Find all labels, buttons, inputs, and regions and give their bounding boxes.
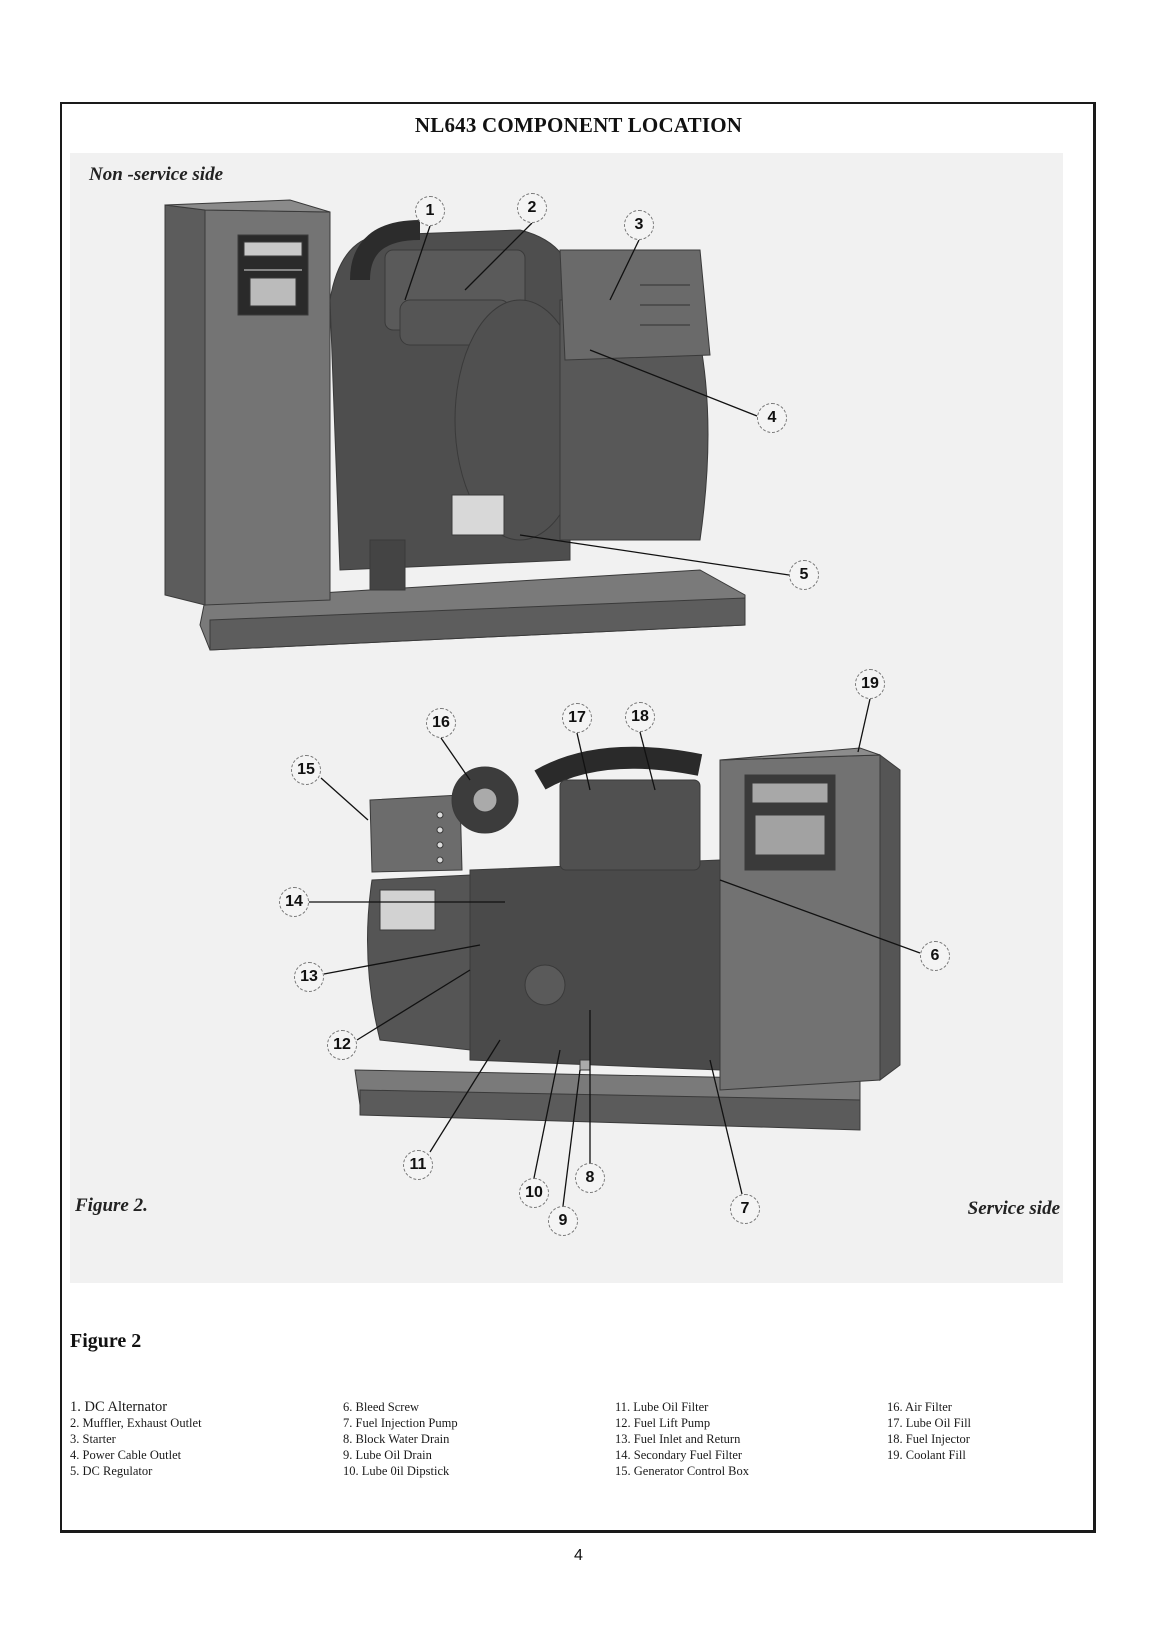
callout-12: 12 [327, 1030, 357, 1060]
callout-14: 14 [279, 887, 309, 917]
callout-1: 1 [415, 196, 445, 226]
legend-item: 1. DC Alternator [70, 1399, 168, 1415]
legend-item: 16. Air Filter [887, 1400, 952, 1414]
figure-heading: Figure 2 [70, 1330, 142, 1352]
page-number: 4 [574, 1547, 583, 1564]
callout-13: 13 [294, 962, 324, 992]
legend-item: 18. Fuel Injector [887, 1432, 970, 1446]
page-border [60, 102, 1096, 1533]
legend-item: 3. Starter [70, 1432, 116, 1446]
callout-7: 7 [730, 1194, 760, 1224]
callout-17: 17 [562, 703, 592, 733]
legend-item: 7. Fuel Injection Pump [343, 1416, 458, 1430]
legend-item: 8. Block Water Drain [343, 1432, 450, 1446]
callout-16: 16 [426, 708, 456, 738]
component-photo: Non -service side Figure 2. Service side [70, 153, 1063, 1283]
legend-item: 19. Coolant Fill [887, 1448, 966, 1462]
legend-item: 14. Secondary Fuel Filter [615, 1448, 743, 1462]
callout-19: 19 [855, 669, 885, 699]
callout-18: 18 [625, 702, 655, 732]
figure-caption-label: Figure 2. [75, 1195, 148, 1216]
page-title: NL643 COMPONENT LOCATION [414, 113, 743, 137]
callout-2: 2 [517, 193, 547, 223]
non-service-side-label: Non -service side [89, 164, 224, 185]
callout-3: 3 [624, 210, 654, 240]
generator-illustration [164, 199, 921, 1207]
legend-item: 13. Fuel Inlet and Return [615, 1432, 741, 1446]
legend-item: 5. DC Regulator [70, 1464, 153, 1478]
callout-4: 4 [757, 403, 787, 433]
legend-item: 9. Lube Oil Drain [343, 1448, 432, 1462]
callout-6: 6 [920, 941, 950, 971]
legend-item: 17. Lube Oil Fill [887, 1416, 972, 1430]
callout-5: 5 [789, 560, 819, 590]
callout-11: 11 [403, 1150, 433, 1180]
legend-item: 4. Power Cable Outlet [70, 1448, 182, 1462]
service-side-label: Service side [967, 1198, 1060, 1219]
callout-15: 15 [291, 755, 321, 785]
callout-8: 8 [575, 1163, 605, 1193]
legend-column-4: 16. Air Filter 17. Lube Oil Fill 18. Fue… [887, 1399, 971, 1463]
leader-lines-top [404, 222, 790, 576]
generator-top [164, 199, 746, 651]
callout-9: 9 [548, 1206, 578, 1236]
legend-column-3: 11. Lube Oil Filter 12. Fuel Lift Pump 1… [615, 1399, 749, 1479]
legend-column-2: 6. Bleed Screw 7. Fuel Injection Pump 8.… [343, 1399, 458, 1479]
callout-10: 10 [519, 1178, 549, 1208]
legend-item: 10. Lube 0il Dipstick [343, 1464, 450, 1478]
legend-item: 6. Bleed Screw [343, 1400, 420, 1414]
legend-item: 11. Lube Oil Filter [615, 1400, 709, 1414]
leader-lines-bottom [309, 698, 921, 1207]
legend-item: 12. Fuel Lift Pump [615, 1416, 711, 1430]
legend-column-1: 1. DC Alternator 2. Muffler, Exhaust Out… [70, 1399, 202, 1479]
legend-item: 15. Generator Control Box [615, 1464, 750, 1478]
legend-item: 2. Muffler, Exhaust Outlet [70, 1416, 202, 1430]
generator-bottom [354, 746, 901, 1131]
